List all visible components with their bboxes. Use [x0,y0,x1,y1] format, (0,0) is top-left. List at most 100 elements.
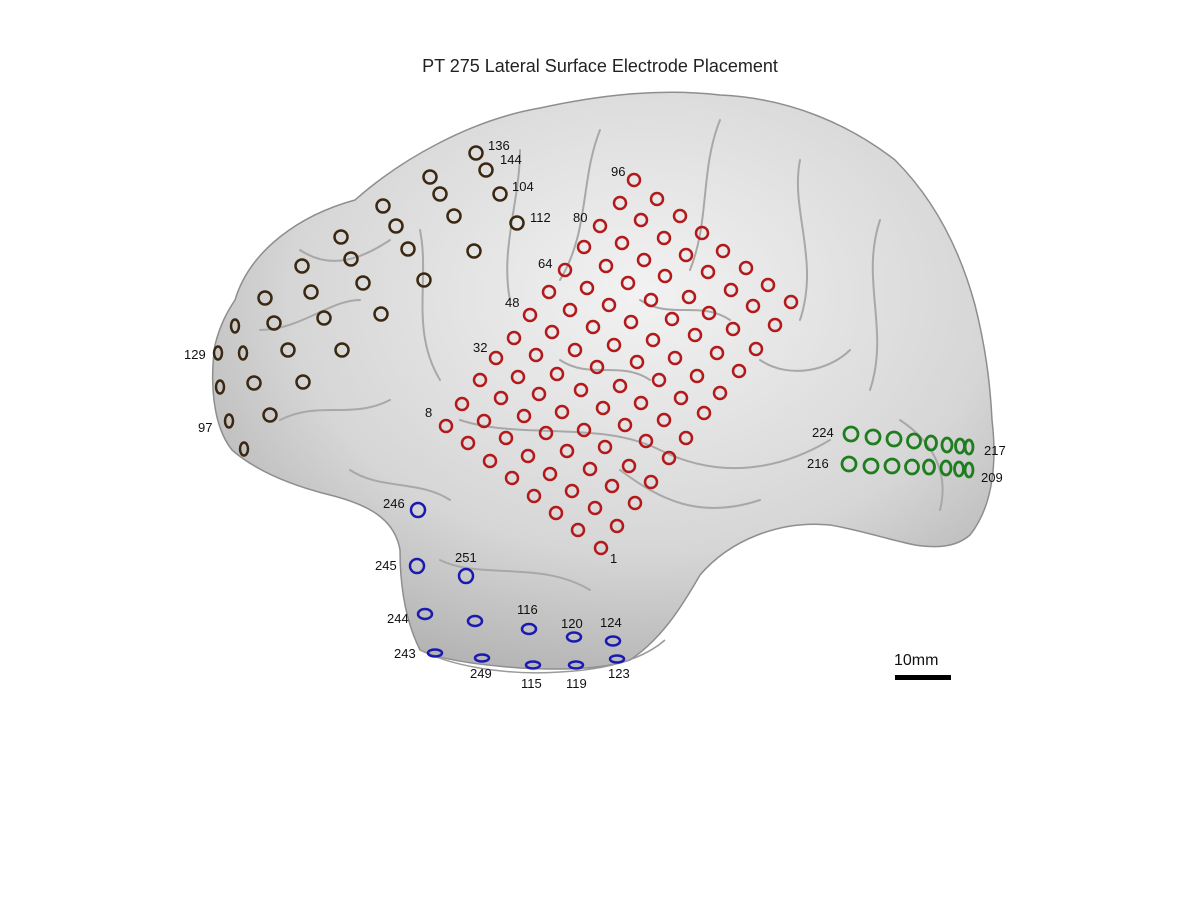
label-244: 244 [387,611,409,626]
temporal-electrode [520,622,538,636]
label-245: 245 [375,558,397,573]
temporal-electrode [524,660,542,670]
occipital-electrode-top [924,434,938,452]
label-216: 216 [807,456,829,471]
central-electrode [645,332,661,348]
frontal-electrode [266,315,282,331]
central-electrode [767,317,783,333]
central-electrode [531,386,547,402]
frontal-electrode [446,208,462,224]
central-electrode [636,252,652,268]
central-electrode [498,430,514,446]
central-electrode [597,439,613,455]
central-electrode [564,483,580,499]
central-electrode [712,385,728,401]
central-electrode [460,435,476,451]
central-electrode [643,474,659,490]
central-electrode [522,307,538,323]
central-electrode [614,235,630,251]
frontal-electrode [375,198,391,214]
central-electrode [673,390,689,406]
label-119: 119 [566,676,587,691]
frontal-electrode [303,284,319,300]
frontal-electrode [400,241,416,257]
central-electrode [678,430,694,446]
central-electrode [510,369,526,385]
central-electrode [638,433,654,449]
brain-surface [211,91,995,674]
central-electrode [582,461,598,477]
frontal-electrode [246,375,262,391]
central-electrode [760,277,776,293]
central-electrode [493,390,509,406]
frontal-electrode [214,379,226,395]
central-electrode [643,292,659,308]
central-electrode [520,448,536,464]
central-electrode [678,247,694,263]
label-124: 124 [600,615,622,630]
occipital-electrode-bottom [904,458,920,476]
central-electrode [661,450,677,466]
label-144: 144 [500,152,522,167]
frontal-electrode [237,345,249,361]
frontal-electrode [416,272,432,288]
label-209: 209 [981,470,1003,485]
central-electrode [715,243,731,259]
frontal-electrode [334,342,350,358]
frontal-electrode [229,318,241,334]
central-electrode [528,347,544,363]
central-electrode [664,311,680,327]
occipital-electrode-top [864,428,882,446]
central-electrode [542,466,558,482]
central-electrode [689,368,705,384]
central-electrode [506,330,522,346]
central-electrode [544,324,560,340]
temporal-electrode [567,660,585,670]
occipital-electrode-bottom [862,457,880,475]
label-224: 224 [812,425,834,440]
central-electrode [783,294,799,310]
label-64: 64 [538,256,552,271]
central-electrode [617,417,633,433]
temporal-electrode [416,607,434,621]
central-electrode [559,443,575,459]
temporal-electrode-strip [408,501,626,670]
central-electrode [609,518,625,534]
central-electrode [476,413,492,429]
electrode-labels: 136 144 104 112 129 97 96 80 64 48 32 8 … [184,138,1006,691]
frontal-electrode [468,145,484,161]
label-97: 97 [198,420,212,435]
frontal-electrode [262,407,278,423]
label-48: 48 [505,295,519,310]
scale-bar: 10mm [894,652,951,680]
central-electrode [548,505,564,521]
central-electrode [651,372,667,388]
central-electrode [482,453,498,469]
occipital-electrode-bottom [883,457,901,475]
temporal-electrode [466,614,484,628]
label-80: 80 [573,210,587,225]
label-246: 246 [383,496,405,511]
central-electrode [549,366,565,382]
central-electrode [612,378,628,394]
label-251: 251 [455,550,477,565]
central-electrode [604,478,620,494]
brain-outline [211,91,995,670]
occipital-electrode-bottom [953,460,965,478]
frontal-electrode [492,186,508,202]
frontal-electrode [238,441,250,457]
central-electrode [623,314,639,330]
central-electrode [576,239,592,255]
temporal-electrode [409,501,427,519]
central-electrode [633,212,649,228]
central-electrode [573,382,589,398]
central-electrode [454,396,470,412]
frontal-electrode [294,258,310,274]
label-8: 8 [425,405,432,420]
central-electrode [656,230,672,246]
central-electrode [438,418,454,434]
frontal-electrode [478,162,494,178]
central-electrode [621,458,637,474]
occipital-electrode-top [940,436,954,454]
occipital-electrode-bottom [963,461,975,479]
